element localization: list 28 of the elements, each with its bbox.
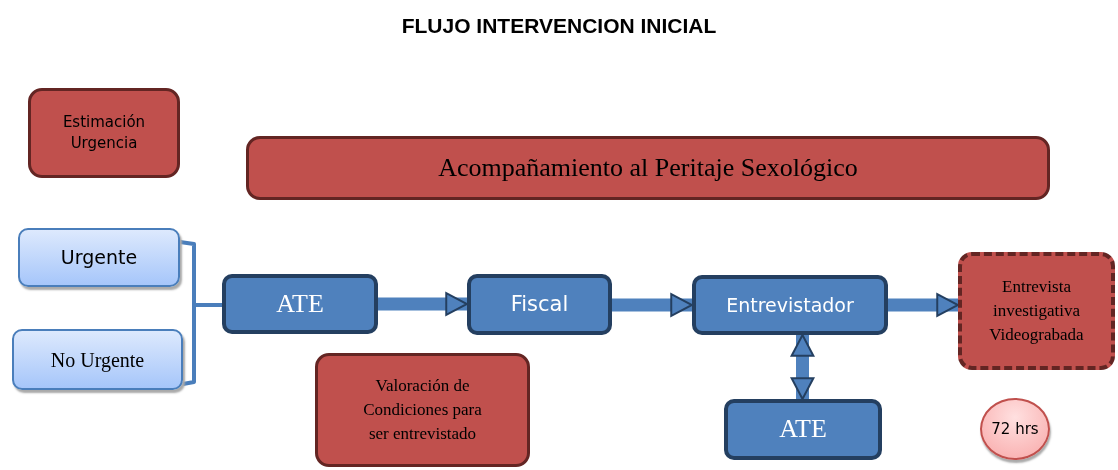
process-box	[315, 353, 530, 467]
option-box	[18, 228, 180, 287]
node-label: Valoración de Condiciones para ser entrevistado	[362, 375, 483, 445]
block-arrow	[378, 292, 468, 316]
bracket-connector	[182, 303, 222, 386]
banner-box	[246, 136, 1050, 200]
block-arrow	[790, 334, 815, 400]
node-label: 72 hrs	[991, 418, 1039, 440]
option-box	[12, 329, 183, 390]
node-label: No Urgente	[50, 347, 145, 374]
process-box	[222, 274, 378, 334]
node-label: Estimación Urgencia	[61, 112, 147, 154]
node-label: Entrevistador	[726, 292, 854, 318]
node-label: Acompañamiento al Peritaje Sexológico	[438, 151, 858, 184]
time-circle	[980, 398, 1050, 460]
node-label: Fiscal	[510, 290, 569, 318]
node-label: ATE	[779, 413, 827, 446]
node-label: Urgente	[60, 245, 138, 271]
process-box	[692, 275, 888, 335]
block-arrow	[612, 293, 693, 317]
process-box	[724, 399, 882, 460]
process-box	[28, 88, 180, 178]
node-label: ATE	[276, 287, 324, 320]
node-label: Entrevista investigativa Videograbada	[988, 276, 1085, 346]
process-box	[958, 252, 1115, 370]
process-box	[467, 274, 612, 335]
block-arrow	[888, 293, 959, 317]
diagram-title: FLUJO INTERVENCION INICIAL	[401, 14, 717, 38]
